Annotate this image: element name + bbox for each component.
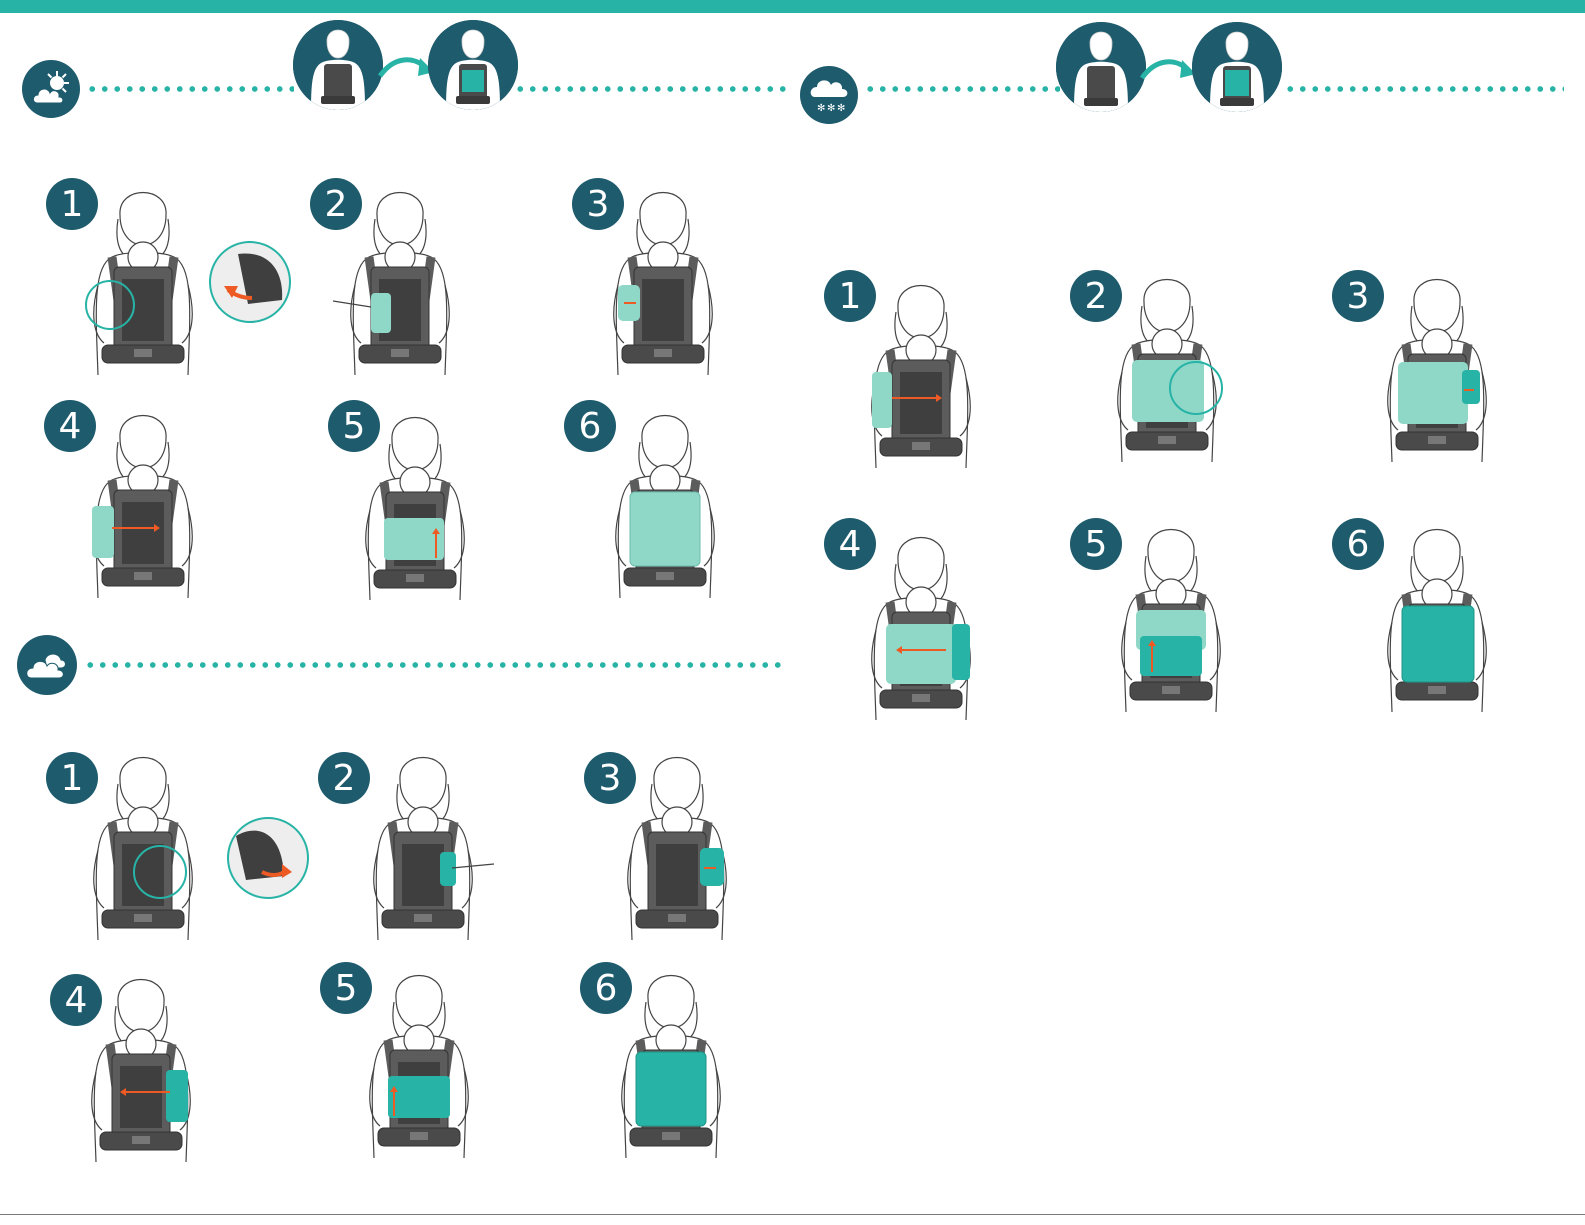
winter-step-1-illustration — [846, 268, 996, 468]
summer-step-2-illustration — [325, 175, 475, 375]
mild-step-3-illustration — [602, 740, 752, 940]
winter-step-3-illustration — [1362, 262, 1512, 462]
mild-step-1-detail-zoom — [226, 816, 310, 900]
winter-step-2-illustration — [1092, 262, 1242, 462]
winter-step-6-illustration — [1362, 512, 1512, 712]
svg-text:✻: ✻ — [837, 103, 845, 114]
summer-step-1-illustration — [68, 175, 218, 375]
summer-dotted-divider-left — [86, 86, 294, 92]
summer-after-illustration — [428, 20, 518, 110]
winter-step-5-illustration — [1096, 512, 1246, 712]
summer-step-6-illustration — [590, 398, 740, 598]
mild-step-5-illustration — [344, 958, 494, 1158]
winter-after-illustration — [1192, 22, 1282, 112]
mild-step-6-illustration — [596, 958, 746, 1158]
cloud-icon — [17, 635, 77, 695]
summer-step-5-illustration — [340, 400, 490, 600]
summer-step-1-detail-zoom — [208, 240, 292, 324]
mild-dotted-divider — [84, 662, 784, 668]
summer-dotted-divider-right — [514, 86, 786, 92]
snow-cloud-icon: ✻✻✻ — [800, 66, 858, 124]
mild-step-4-illustration — [66, 962, 216, 1162]
winter-dotted-divider-right — [1284, 86, 1564, 92]
svg-text:✻: ✻ — [817, 103, 825, 114]
winter-transition-arrow — [1138, 52, 1198, 92]
winter-before-illustration — [1056, 22, 1146, 112]
summer-before-illustration — [293, 20, 383, 110]
top-color-bar — [0, 0, 1585, 13]
svg-text:✻: ✻ — [827, 103, 835, 114]
bottom-rule — [0, 1214, 1585, 1215]
sun-cloud-icon — [22, 60, 80, 118]
winter-dotted-divider-left — [864, 86, 1060, 92]
summer-step-3-illustration — [588, 175, 738, 375]
mild-step-1-illustration — [68, 740, 218, 940]
summer-step-4-illustration — [68, 398, 218, 598]
mild-step-2-illustration — [348, 740, 498, 940]
winter-step-4-illustration — [846, 520, 996, 720]
summer-transition-arrow — [376, 50, 436, 90]
